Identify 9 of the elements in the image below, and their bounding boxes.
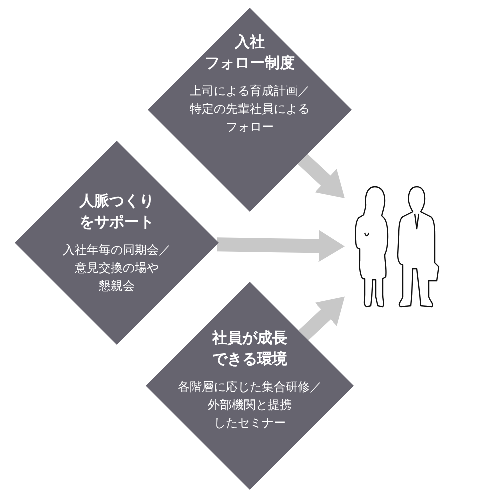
diamond-heading: 入社フォロー制度 [204, 32, 296, 74]
arrow [217, 230, 345, 262]
diamond-heading: 社員が成長できる環境 [211, 328, 288, 370]
diamond-text: 各階層に応じた集合研修／外部機関と提携したセミナー [177, 379, 323, 432]
arrow [298, 296, 345, 341]
diamond-text: 上司による育成計画／特定の先輩社員によるフォロー [189, 83, 311, 136]
arrow [298, 154, 345, 199]
diamond-heading: 人脈つくりをサポート [78, 191, 156, 233]
diamond-text: 入社年毎の同期会／意見交換の場や懇親会 [62, 242, 172, 295]
